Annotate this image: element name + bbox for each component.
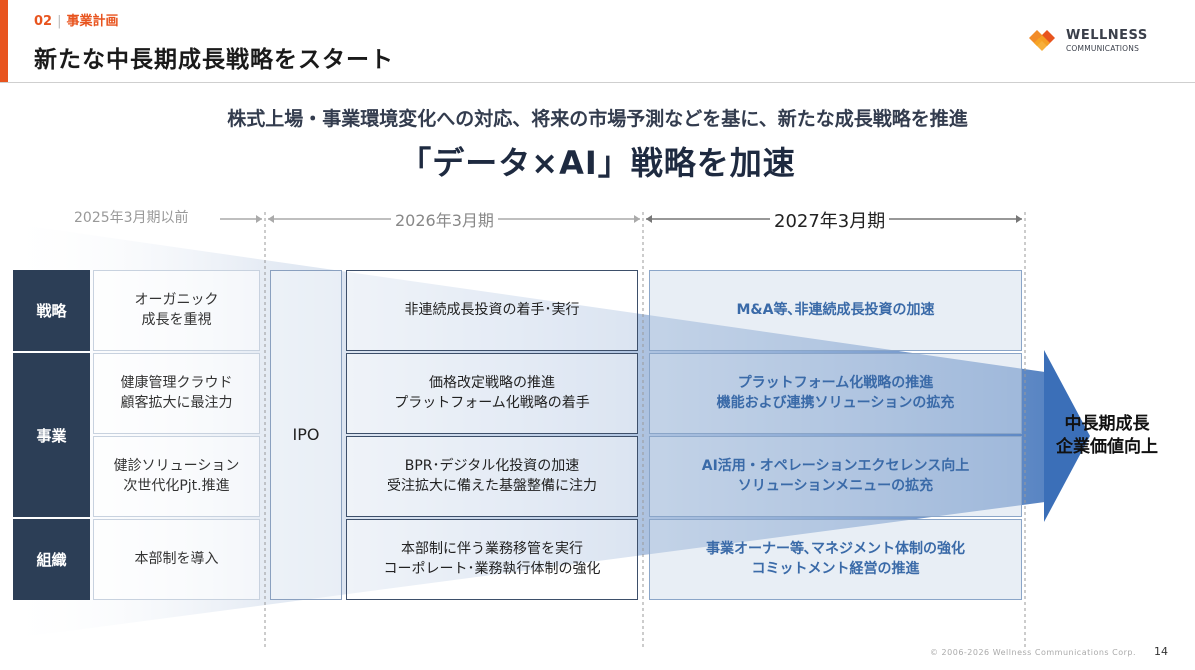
ipo-box: IPO — [270, 270, 342, 600]
section-name: 事業計画 — [66, 14, 119, 29]
next-business-cell-1: プラットフォーム化戦略の推進 機能および連携ソリューションの拡充 — [649, 353, 1022, 434]
period-current: 2026年3月期 — [391, 207, 498, 231]
headline: 「データ×AI」戦略を加速 — [399, 144, 796, 182]
wellness-logo-icon — [1029, 30, 1055, 51]
current-business-cell-1: 価格改定戦略の推進 プラットフォーム化戦略の着手 — [346, 353, 638, 434]
copyright: © 2006-2026 Wellness Communications Corp… — [930, 648, 1137, 657]
next-strategy-cell: M&A等､非連続成長投資の加速 — [649, 270, 1022, 351]
section-label: 02|事業計画 — [34, 14, 119, 29]
next-organization-cell: 事業オーナー等､マネジメント体制の強化 コミットメント経営の推進 — [649, 519, 1022, 600]
header-divider — [0, 82, 1195, 83]
past-business-cell-1: 健康管理クラウド 顧客拡大に最注力 — [93, 353, 260, 434]
page-title: 新たな中長期成長戦略をスタート — [34, 47, 394, 73]
page-number: 14 — [1154, 645, 1168, 658]
past-organization-cell: 本部制を導入 — [93, 519, 260, 600]
logo-text-line2: COMMUNICATIONS — [1066, 44, 1140, 53]
current-strategy-cell: 非連続成長投資の着手･実行 — [346, 270, 638, 351]
category-business: 事業 — [13, 353, 90, 517]
category-strategy: 戦略 — [13, 270, 90, 351]
section-number: 02 — [34, 14, 53, 29]
next-business-cell-2: AI活用・オペレーションエクセレンス向上 ソリューションメニューの拡充 — [649, 436, 1022, 517]
past-strategy-cell: オーガニック 成長を重視 — [93, 270, 260, 351]
accent-bar — [0, 0, 8, 82]
current-business-cell-2: BPR･デジタル化投資の加速 受注拡大に備えた基盤整備に注力 — [346, 436, 638, 517]
period-next: 2027年3月期 — [770, 207, 890, 233]
current-organization-cell: 本部制に伴う業務移管を実行 コーポレート･業務執行体制の強化 — [346, 519, 638, 600]
category-organization: 組織 — [13, 519, 90, 600]
past-business-cell-2: 健診ソリューション 次世代化Pjt.推進 — [93, 436, 260, 517]
subtitle: 株式上場・事業環境変化への対応、将来の市場予測などを基に、新たな成長戦略を推進 — [227, 108, 968, 130]
goal-label: 中長期成長 企業価値向上 — [1056, 414, 1158, 457]
logo-text-line1: WELLNESS — [1066, 28, 1148, 43]
growth-arrow-head — [1044, 350, 1090, 522]
period-past: 2025年3月期以前 — [70, 207, 193, 227]
